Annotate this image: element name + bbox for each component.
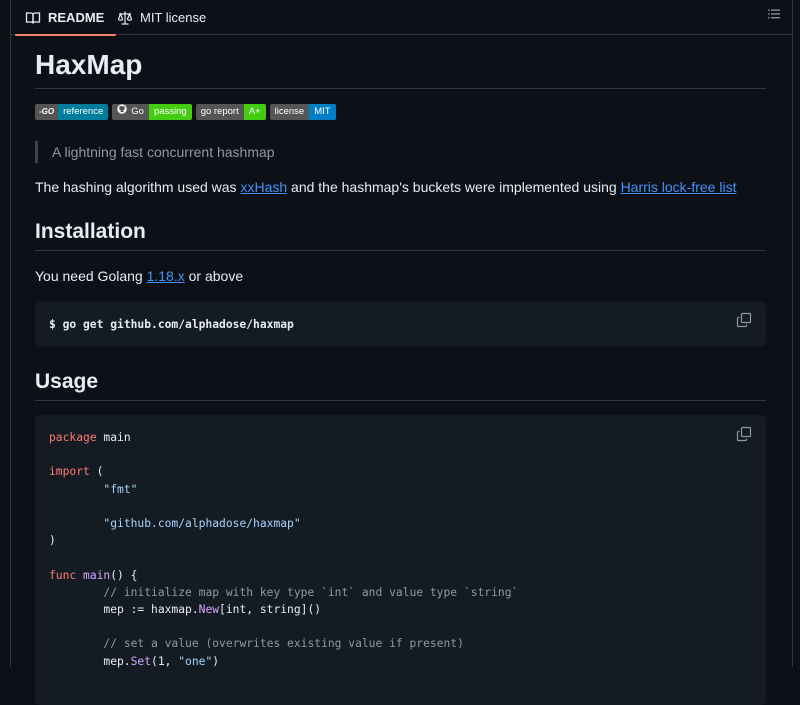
intro-paragraph: The hashing algorithm used was xxHash an…	[35, 179, 737, 195]
badge-go-report-label: go report	[195, 104, 244, 120]
installation-heading: Installation	[35, 220, 146, 243]
github-icon	[117, 104, 127, 120]
badge-row: -GO reference Go passing go report A+ li…	[35, 104, 336, 120]
usage-heading: Usage	[35, 370, 99, 393]
book-icon	[25, 10, 41, 26]
badge-license-label: license	[269, 104, 310, 120]
tab-readme[interactable]: README	[15, 0, 117, 36]
copy-usage-button[interactable]	[736, 426, 754, 444]
badge-build-status[interactable]: Go passing	[112, 104, 192, 120]
xxhash-link[interactable]: xxHash	[240, 179, 288, 195]
usage-divider	[35, 400, 766, 401]
badge-license[interactable]: license MIT	[269, 104, 336, 120]
badge-go-reference[interactable]: -GO reference	[35, 104, 109, 120]
golang-version-link[interactable]: 1.18.x	[146, 268, 185, 284]
readme-tab-bar: README MIT license	[11, 0, 792, 36]
list-unordered-icon	[767, 7, 781, 26]
badge-go-report[interactable]: go report A+	[195, 104, 266, 120]
tab-license-label: MIT license	[140, 10, 207, 25]
usage-code: package main import ( "fmt" "github.com/…	[49, 431, 519, 668]
tab-mit-license[interactable]: MIT license	[111, 0, 212, 35]
installation-paragraph: You need Golang 1.18.x or above	[35, 268, 244, 284]
harris-list-link[interactable]: Harris lock-free list	[620, 179, 737, 195]
install-command: $ go get github.com/alphadose/haxmap	[49, 318, 294, 331]
installation-divider	[35, 250, 766, 251]
copy-icon	[736, 312, 752, 332]
copy-install-button[interactable]	[736, 312, 754, 330]
outline-button[interactable]	[762, 5, 786, 27]
badge-build-label: Go	[131, 106, 144, 117]
usage-code-block: package main import ( "fmt" "github.com/…	[35, 415, 766, 705]
badge-go-report-value: A+	[243, 104, 266, 120]
readme-title: HaxMap	[35, 49, 143, 80]
copy-icon	[736, 426, 752, 446]
readme-panel: README MIT license	[10, 0, 793, 705]
title-divider	[35, 88, 766, 89]
tagline-blockquote: A lightning fast concurrent hashmap	[35, 141, 275, 163]
tab-readme-label: README	[48, 10, 105, 25]
go-logo-icon: -GO	[39, 107, 55, 116]
install-command-block: $ go get github.com/alphadose/haxmap	[35, 301, 766, 347]
badge-go-reference-value: reference	[58, 104, 109, 120]
badge-license-value: MIT	[309, 104, 336, 120]
law-icon	[117, 10, 133, 26]
badge-build-value: passing	[148, 104, 192, 120]
